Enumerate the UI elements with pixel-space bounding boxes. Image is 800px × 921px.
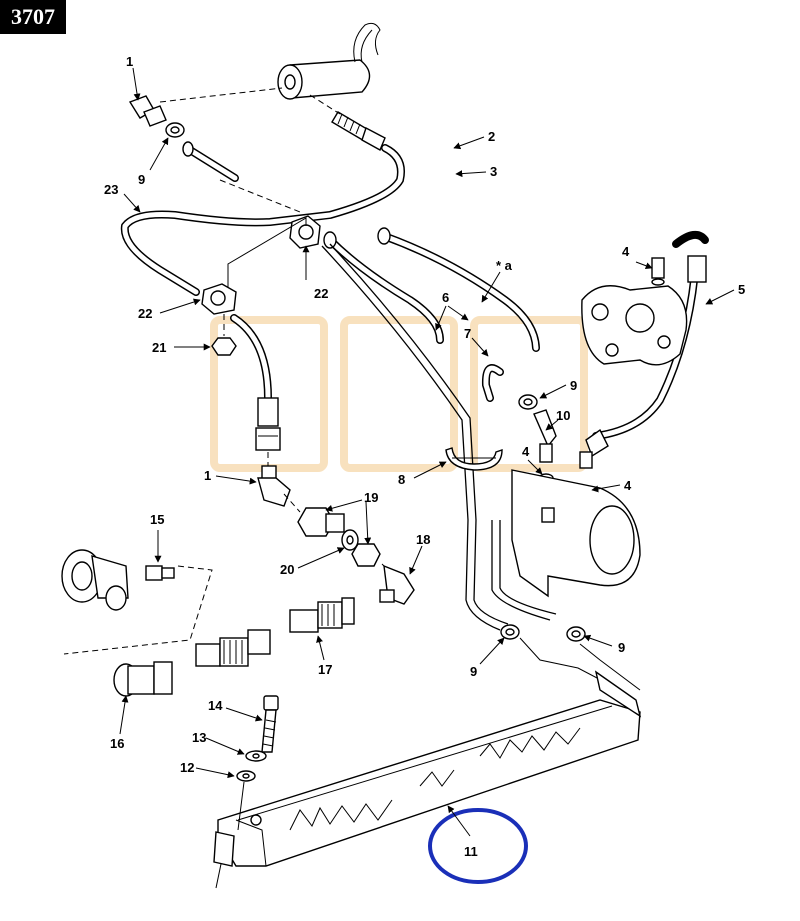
- washer-12: [236, 770, 256, 782]
- filter-cylinder: [277, 22, 381, 100]
- callout-19: 19: [364, 490, 378, 505]
- callout-12: 12: [180, 760, 194, 775]
- washer-13: [245, 750, 267, 762]
- callout-21: 21: [152, 340, 166, 355]
- callout-7: 7: [464, 326, 471, 341]
- callout-9-lower-right: 9: [618, 640, 625, 655]
- callout-16: 16: [110, 736, 124, 751]
- clamp-9-top: [165, 122, 185, 138]
- callout-9-top: 9: [138, 172, 145, 187]
- threaded-coupler: [195, 629, 271, 667]
- callout-10: 10: [556, 408, 570, 423]
- callout-star-a: * a: [496, 258, 513, 273]
- callout-20: 20: [280, 562, 294, 577]
- elbow-fitting-18: [379, 564, 415, 605]
- adapter-19: [297, 507, 345, 537]
- mount-stud: [213, 831, 235, 867]
- callout-22-upper: 22: [314, 286, 328, 301]
- valve-block: [511, 469, 641, 598]
- sending-unit-15: [61, 549, 175, 611]
- elbow-fitting-10: [533, 409, 557, 463]
- hose-end-fitting: [255, 397, 281, 451]
- callout-8: 8: [398, 472, 405, 487]
- elbow-fitting-1-top: [128, 95, 167, 127]
- washer-20: [341, 529, 359, 551]
- connector-16: [113, 661, 173, 697]
- callout-11: 11: [464, 844, 478, 859]
- callout-1-top: 1: [126, 54, 133, 69]
- callout-23: 23: [104, 182, 118, 197]
- clamp-9-lower-left: [500, 624, 520, 640]
- callout-6: 6: [442, 290, 449, 305]
- retaining-clip-8: [445, 447, 503, 471]
- callout-2: 2: [488, 129, 495, 144]
- clamp-9-lower-right: [566, 626, 586, 642]
- leader-lines: [119, 67, 735, 837]
- callout-15: 15: [150, 512, 164, 527]
- threaded-fitting-top: [331, 111, 386, 151]
- hose-assembly-17: [289, 597, 355, 633]
- tube-end-fitting: [579, 428, 609, 469]
- callout-5: 5: [738, 282, 745, 297]
- callout-4-right: 4: [624, 478, 632, 493]
- callout-1-lower: 1: [204, 468, 211, 483]
- callout-13: 13: [192, 730, 206, 745]
- nut-19: [351, 543, 381, 567]
- clamp-9-mid: [518, 394, 538, 410]
- pump-housing: [581, 285, 688, 366]
- callout-9-mid: 9: [570, 378, 577, 393]
- callout-22-lower: 22: [138, 306, 152, 321]
- callout-9-lower-left: 9: [470, 664, 477, 679]
- callout-3: 3: [490, 164, 497, 179]
- callout-4-top: 4: [622, 244, 630, 259]
- highlight-circle: [428, 808, 528, 884]
- callout-17: 17: [318, 662, 332, 677]
- clamp-22-lower: [201, 283, 237, 315]
- callout-labels: 1 2 3 9 23 22 22 21 * a 6 7 9 8 10 4 4 4…: [104, 54, 745, 859]
- clamp-22-upper: [289, 215, 321, 249]
- nut-21: [211, 337, 237, 356]
- bolt-14: [261, 695, 279, 753]
- oil-cooler-11: [217, 670, 642, 867]
- figure-number-badge: 3707: [0, 0, 66, 34]
- fitting-4-top: [651, 257, 665, 286]
- callout-4-left: 4: [522, 444, 530, 459]
- callout-18: 18: [416, 532, 430, 547]
- callout-14: 14: [208, 698, 223, 713]
